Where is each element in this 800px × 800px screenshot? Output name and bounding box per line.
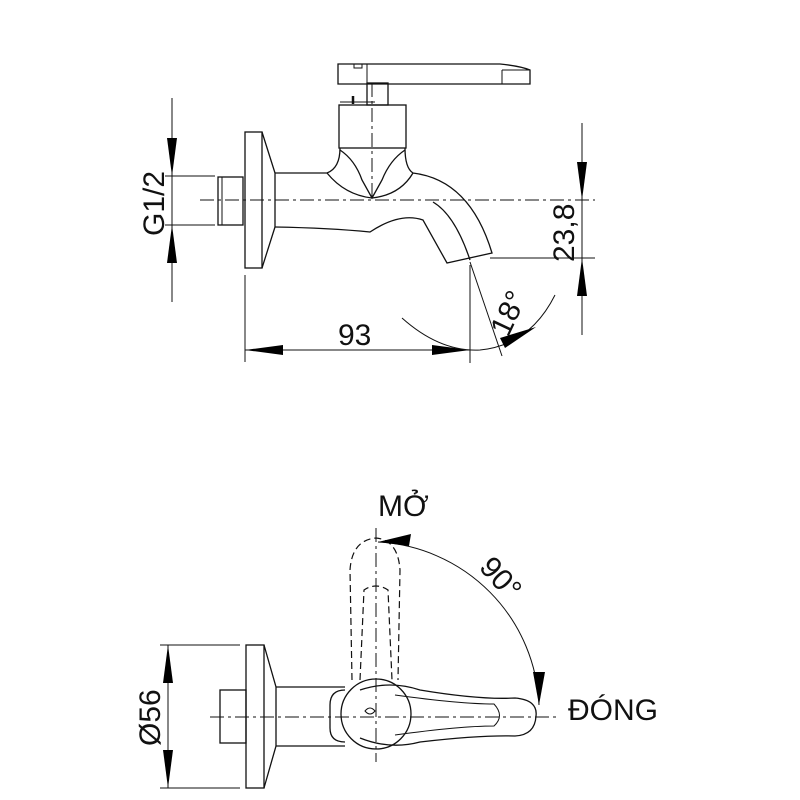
rotation-dimension: 90° (377, 534, 545, 706)
flange-diameter-label: Ø56 (134, 689, 167, 746)
top-view: 90° MỞ ĐÓNG Ø56 (134, 489, 658, 789)
diameter-dimension: Ø56 (134, 644, 240, 789)
outlet-height-dimension: 23,8 (490, 123, 595, 335)
length-dimension: 93 (244, 265, 471, 363)
length-label: 93 (338, 319, 371, 352)
open-label: MỞ (378, 489, 429, 523)
closed-label: ĐÓNG (568, 694, 658, 727)
rotation-angle-label: 90° (473, 551, 528, 607)
thread-dimension: G1/2 (138, 98, 215, 302)
spout-angle-dimension: 18° (401, 261, 556, 357)
thread-size-label: G1/2 (138, 171, 171, 236)
faucet-side-outline (217, 63, 531, 269)
outlet-height-label: 23,8 (548, 204, 581, 262)
handle-open-position (349, 537, 401, 681)
side-view: G1/2 23,8 93 18° (138, 63, 595, 363)
